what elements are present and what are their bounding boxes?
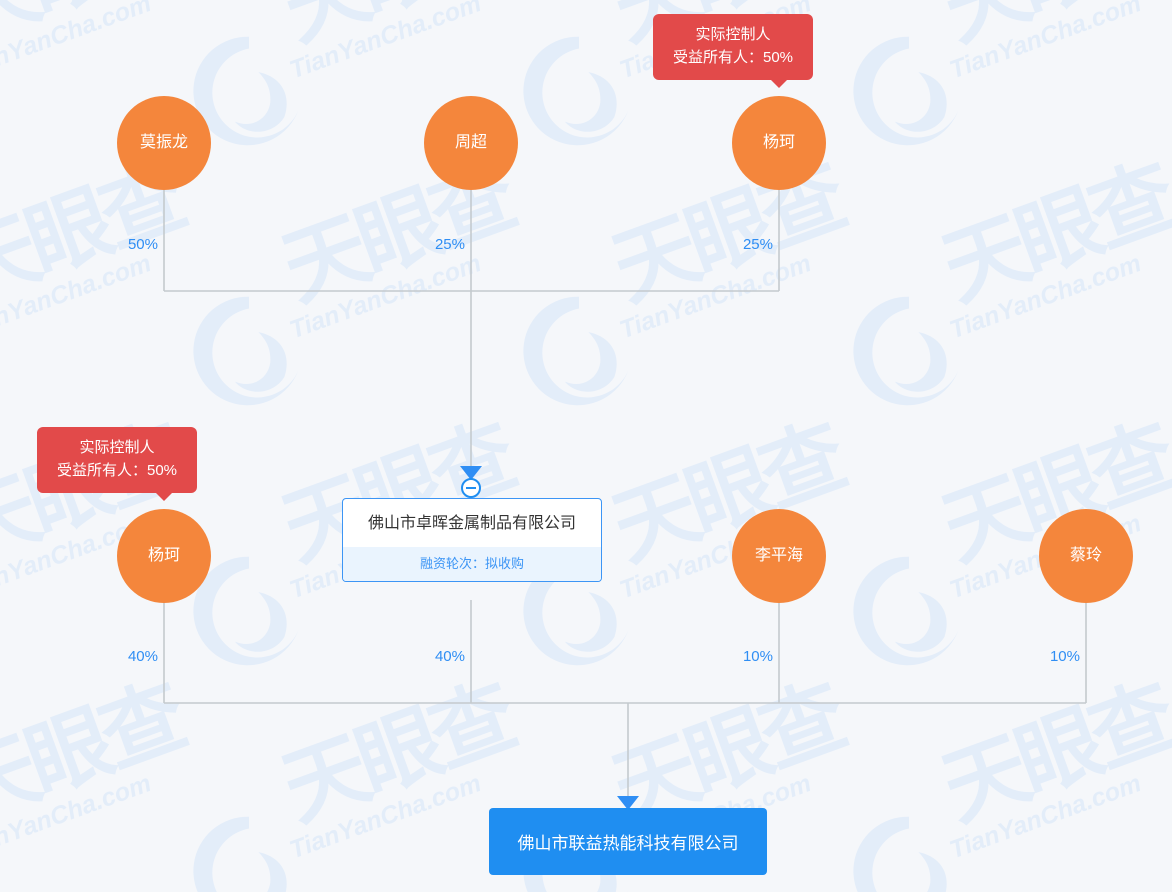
percent-label-zhouchao: 25% <box>434 236 465 253</box>
badge-title-tier1: 实际控制人 <box>695 26 771 43</box>
shareholder-name: 杨珂 <box>147 547 180 565</box>
shareholder-name: 周超 <box>454 134 487 152</box>
shareholder-node-lipinghai[interactable]: 李平海 <box>732 509 826 603</box>
percent-label-zhuohui-company: 40% <box>434 648 465 665</box>
shareholder-node-zhouchao[interactable]: 周超 <box>424 96 518 190</box>
percent-label-lipinghai: 10% <box>742 648 773 665</box>
percent-label-mozhenlong: 50% <box>127 236 158 253</box>
badge-beneficial-owner-tier1: 受益所有人：50% <box>673 49 794 67</box>
company-node-zhuohui[interactable]: 佛山市卓晖金属制品有限公司 融资轮次：拟收购 <box>342 498 602 583</box>
badge-beneficial-owner-tier2: 受益所有人：50% <box>57 462 178 480</box>
root-company-name: 佛山市联益热能科技有限公司 <box>517 834 739 853</box>
company-name: 佛山市卓晖金属制品有限公司 <box>367 515 576 532</box>
badge-pointer-tier2 <box>155 491 173 501</box>
root-company-node[interactable]: 佛山市联益热能科技有限公司 <box>489 808 767 875</box>
actual-controller-badge-tier1: 实际控制人 受益所有人：50% <box>653 14 814 88</box>
shareholder-node-yangke-tier1[interactable]: 杨珂 <box>732 96 826 190</box>
badge-title-tier2: 实际控制人 <box>79 439 155 456</box>
percent-label-yangke-tier2: 40% <box>127 648 158 665</box>
shareholder-name: 蔡玲 <box>1069 547 1102 565</box>
minus-circle-icon[interactable] <box>461 478 481 498</box>
shareholder-name: 杨珂 <box>762 134 795 152</box>
shareholder-name: 莫振龙 <box>139 134 188 152</box>
funding-round-label: 融资轮次：拟收购 <box>343 546 601 582</box>
shareholder-node-cailing[interactable]: 蔡玲 <box>1039 509 1133 603</box>
percent-label-cailing: 10% <box>1049 648 1080 665</box>
badge-pointer-tier1 <box>770 78 788 88</box>
shareholder-node-mozhenlong[interactable]: 莫振龙 <box>117 96 211 190</box>
actual-controller-badge-tier2: 实际控制人 受益所有人：50% <box>37 427 198 501</box>
shareholder-name: 李平海 <box>754 547 803 565</box>
shareholder-node-yangke-tier2[interactable]: 杨珂 <box>117 509 211 603</box>
percent-label-yangke-tier1: 25% <box>742 236 773 253</box>
